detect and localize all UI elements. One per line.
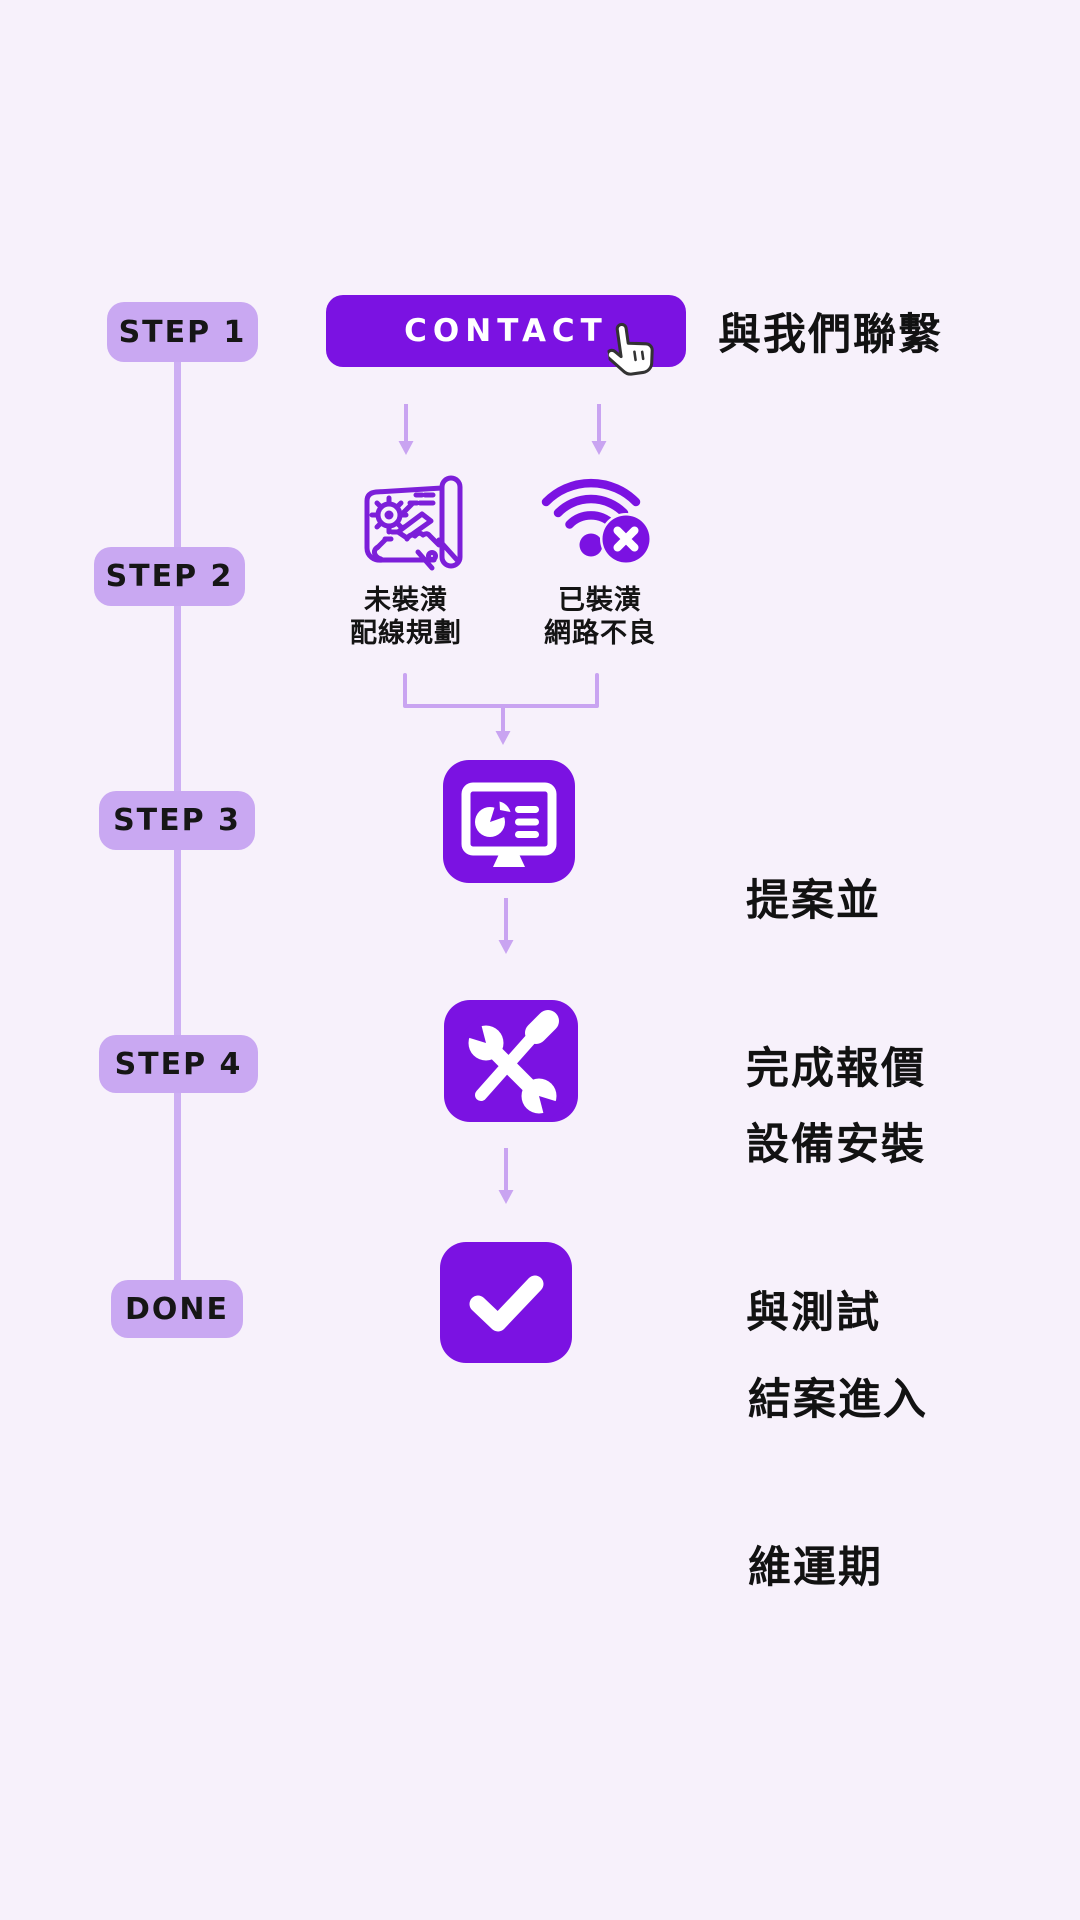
- done-badge: DONE: [111, 1280, 243, 1338]
- contact-button-label: CONTACT: [404, 313, 608, 349]
- step-badge-3-label: STEP 3: [113, 803, 241, 838]
- branch1-line2: 配線規劃: [350, 618, 462, 649]
- down-arrow-icon: [398, 404, 414, 455]
- branch2-line1: 已裝潢: [558, 585, 642, 616]
- wifi-error-icon: [541, 478, 652, 565]
- down-arrow-icon: [591, 404, 607, 455]
- down-arrow-icon: [498, 898, 514, 954]
- step-badge-2: STEP 2: [94, 547, 245, 606]
- down-arrow-icon: [498, 1148, 514, 1204]
- step3-caption: 提案並 完成報價: [746, 761, 926, 1209]
- branch2-line2: 網路不良: [544, 618, 656, 649]
- step3-line1: 提案並: [746, 876, 881, 926]
- repair-tools-icon: [444, 1000, 578, 1122]
- step-badge-4-label: STEP 4: [114, 1046, 243, 1082]
- step-badge-1-label: STEP 1: [118, 314, 247, 350]
- step-badge-2-label: STEP 2: [105, 559, 234, 594]
- branch1-label: 未裝潢 配線規劃: [316, 584, 496, 650]
- done-line2: 維運期: [748, 1543, 883, 1593]
- done-caption: 結案進入 維運期: [748, 1260, 928, 1708]
- step4-line2: 與測試: [746, 1288, 881, 1338]
- branch1-line1: 未裝潢: [364, 585, 448, 616]
- step4-caption: 設備安裝 與測試: [746, 1005, 926, 1453]
- step3-line2: 完成報價: [746, 1044, 926, 1094]
- done-line1: 結案進入: [748, 1375, 928, 1425]
- presentation-monitor-icon: [443, 760, 575, 883]
- step4-line1: 設備安裝: [746, 1120, 926, 1170]
- step-badge-3: STEP 3: [99, 791, 255, 850]
- hand-pointer-icon: [604, 317, 665, 390]
- floorplan-drawing-icon: [364, 475, 463, 571]
- merge-bracket-arrow: [403, 673, 599, 745]
- step-badge-4: STEP 4: [99, 1035, 258, 1093]
- step-badge-1: STEP 1: [107, 302, 258, 362]
- checkmark-icon: [440, 1242, 572, 1363]
- done-badge-label: DONE: [124, 1291, 229, 1327]
- branch2-label: 已裝潢 網路不良: [510, 584, 690, 650]
- step1-caption: 與我們聯繫: [718, 310, 943, 360]
